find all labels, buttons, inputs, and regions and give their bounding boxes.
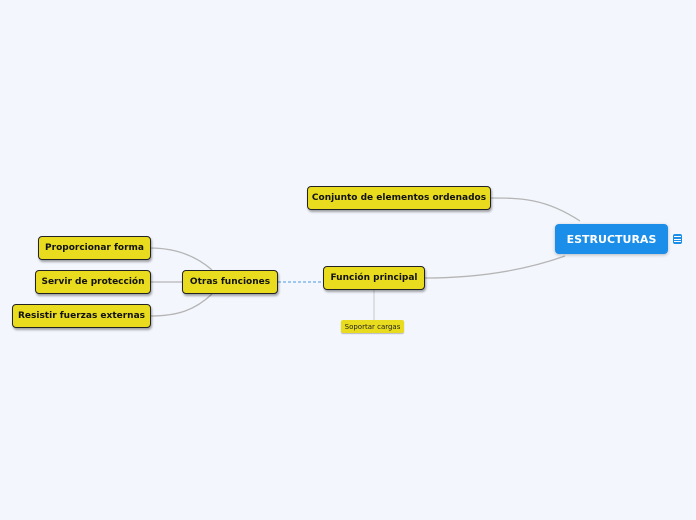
node-conjunto-de-elementos[interactable]: Conjunto de elementos ordenados	[307, 186, 491, 210]
node-funcion-principal-label: Función principal	[330, 273, 418, 283]
connector-otras-resistir	[149, 293, 213, 317]
connector-otras-proporcionar	[149, 247, 213, 271]
node-funcion-principal[interactable]: Función principal	[323, 266, 425, 290]
node-soportar-cargas[interactable]: Soportar cargas	[341, 320, 404, 333]
node-resistir-fuerzas-externas[interactable]: Resistir fuerzas externas	[12, 304, 151, 328]
connector-root-conjunto	[489, 197, 581, 222]
node-resistir-fuerzas-externas-label: Resistir fuerzas externas	[17, 311, 146, 321]
node-otras-funciones[interactable]: Otras funciones	[182, 270, 278, 294]
root-node[interactable]: ESTRUCTURAS	[555, 224, 668, 254]
root-label: ESTRUCTURAS	[566, 232, 657, 246]
node-otras-funciones-label: Otras funciones	[189, 277, 271, 287]
note-icon[interactable]	[673, 234, 682, 244]
node-servir-de-proteccion[interactable]: Servir de protección	[35, 270, 151, 294]
node-conjunto-label: Conjunto de elementos ordenados	[311, 193, 487, 203]
node-soportar-cargas-label: Soportar cargas	[344, 322, 401, 331]
node-proporcionar-forma[interactable]: Proporcionar forma	[38, 236, 151, 260]
node-servir-de-proteccion-label: Servir de protección	[41, 277, 145, 287]
node-proporcionar-forma-label: Proporcionar forma	[45, 243, 144, 253]
connector-root-funcion	[424, 255, 566, 279]
